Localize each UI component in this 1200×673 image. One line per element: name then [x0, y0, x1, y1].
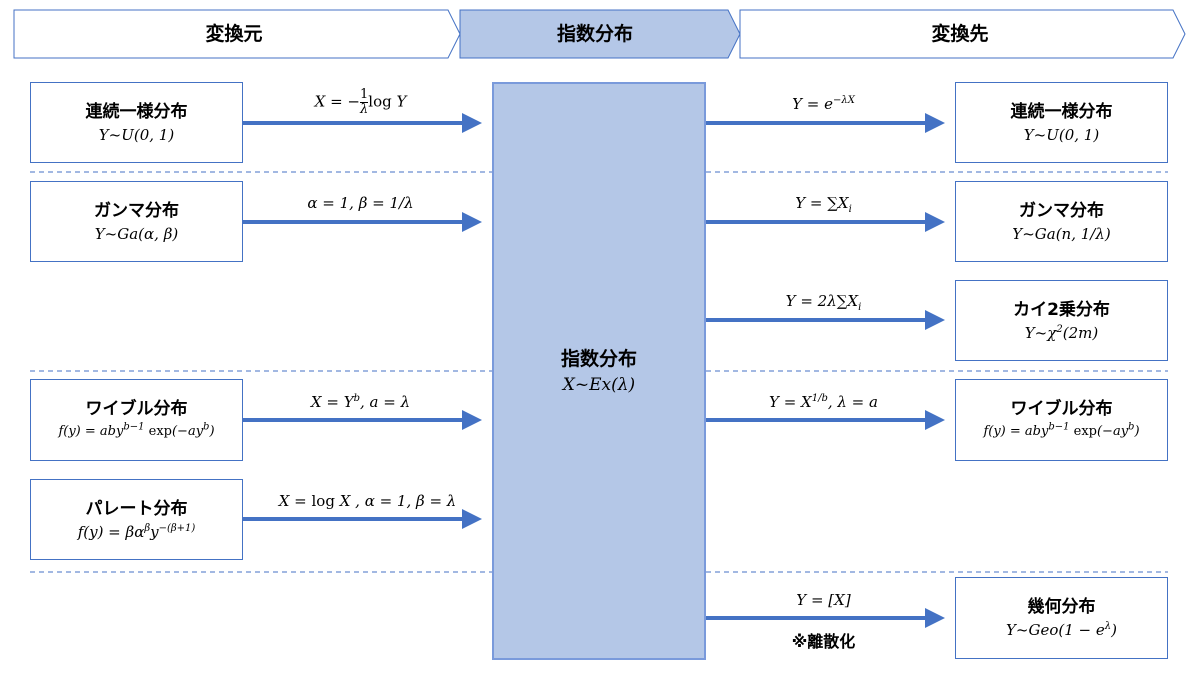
stage-exponential-label: 指数分布 [556, 23, 633, 45]
transform-pareto-to-exp: X = log X , α = 1, β = λ [278, 492, 457, 510]
target-weibull-title: ワイブル分布 [1010, 399, 1113, 419]
target-gamma-box: ガンマ分布 Y~Ga(n, 1/λ) [955, 181, 1168, 262]
target-weibull-formula: f(y) = abyb−1 exp(−ayb) [983, 421, 1140, 439]
target-chisq-title: カイ2乗分布 [1013, 299, 1110, 320]
arrows [243, 113, 945, 628]
source-weibull-formula: f(y) = abyb−1 exp(−ayb) [58, 421, 215, 439]
stage-target-label: 変換先 [931, 23, 989, 45]
target-uniform-title: 連続一様分布 [1010, 101, 1113, 122]
source-gamma-formula: Y~Ga(α, β) [94, 224, 179, 243]
source-pareto-formula: f(y) = βαβy−(β+1) [77, 522, 196, 541]
center-formula: X~Ex(λ) [562, 375, 636, 395]
transform-exp-to-weibull: Y = X1/b, λ = a [769, 393, 878, 411]
transform-weibull-to-exp: X = Yb, a = λ [310, 393, 411, 411]
target-uniform-formula: Y~U(0, 1) [1023, 125, 1100, 144]
chevron-source [13, 9, 461, 59]
source-uniform-title: 連続一様分布 [85, 101, 188, 122]
source-pareto-title: パレート分布 [85, 498, 188, 519]
chevron-exponential [459, 9, 741, 59]
target-uniform-box: 連続一様分布 Y~U(0, 1) [955, 82, 1168, 163]
discretization-note: ※離散化 [791, 632, 856, 651]
target-weibull-box: ワイブル分布 f(y) = abyb−1 exp(−ayb) [955, 379, 1168, 461]
transform-exp-to-geometric: Y = [X] [796, 591, 851, 609]
target-geometric-box: 幾何分布 Y~Geo(1 − eλ) [955, 577, 1168, 659]
source-uniform-formula: Y~U(0, 1) [98, 125, 175, 144]
dividers [30, 171, 1168, 573]
stage-source-label: 変換元 [205, 23, 263, 45]
source-gamma-title: ガンマ分布 [94, 200, 179, 221]
transform-exp-to-gamma: Y = ∑Xi [795, 194, 852, 215]
target-chisq-formula: Y~χ2(2m) [1024, 323, 1099, 342]
source-gamma-box: ガンマ分布 Y~Ga(α, β) [30, 181, 243, 262]
exponential-distribution-box: 指数分布 X~Ex(λ) [492, 82, 706, 660]
target-chisq-box: カイ2乗分布 Y~χ2(2m) [955, 280, 1168, 361]
transform-exp-to-chisq: Y = 2λ∑Xi [785, 292, 862, 313]
target-gamma-formula: Y~Ga(n, 1/λ) [1012, 224, 1111, 243]
target-geometric-title: 幾何分布 [1027, 597, 1096, 617]
transform-exp-to-uniform: Y = e−λX [792, 95, 855, 113]
source-uniform-box: 連続一様分布 Y~U(0, 1) [30, 82, 243, 163]
source-weibull-title: ワイブル分布 [85, 399, 188, 419]
header-chevron-bar [13, 9, 1186, 59]
transform-gamma-to-exp: α = 1, β = 1/λ [307, 194, 414, 212]
target-geometric-formula: Y~Geo(1 − eλ) [1006, 621, 1117, 639]
center-title: 指数分布 [560, 348, 637, 370]
chevron-target [739, 9, 1186, 59]
source-weibull-box: ワイブル分布 f(y) = abyb−1 exp(−ayb) [30, 379, 243, 461]
source-pareto-box: パレート分布 f(y) = βαβy−(β+1) [30, 479, 243, 560]
target-gamma-title: ガンマ分布 [1019, 200, 1104, 221]
